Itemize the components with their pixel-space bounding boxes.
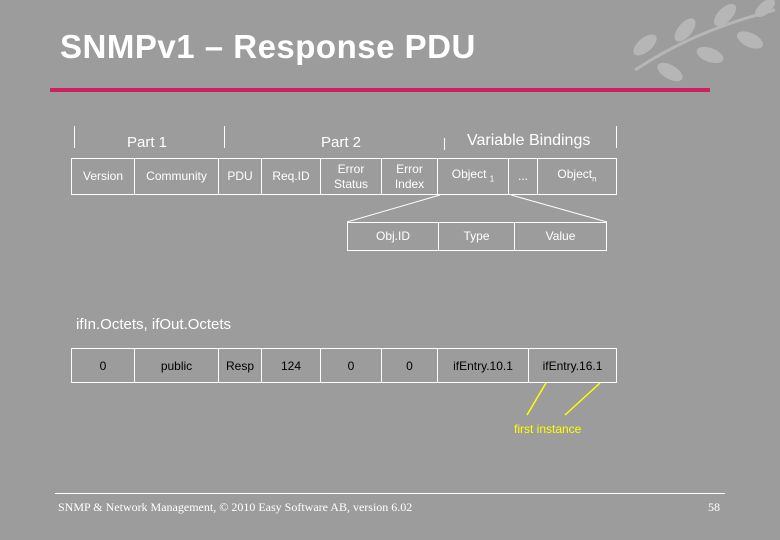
cell-pdu: PDU [218,158,262,195]
binding-table: Obj.ID Type Value [347,222,607,251]
leaf-branch-icon [633,0,776,82]
first-instance-annotation: first instance [514,422,582,436]
part2-label: Part 2 [321,134,362,151]
value-req-id: 124 [261,348,321,383]
part1-label: Part 1 [127,134,168,151]
footer-divider [55,493,725,494]
values-table: 0 public Resp 124 0 0 ifEntry.10.1 ifEnt… [71,348,617,383]
cell-ellipsis: ... [508,158,538,195]
value-community: public [134,348,219,383]
title-divider [50,88,710,92]
part-divider [616,126,617,148]
cell-value: Value [514,222,607,251]
cell-type: Type [438,222,515,251]
page-number: 58 [708,500,720,514]
value-pdu: Resp [218,348,262,383]
value-error-index: 0 [381,348,438,383]
example-label: ifIn.Octets, ifOut.Octets [76,316,232,333]
cell-obj-id: Obj.ID [347,222,439,251]
cell-req-id: Req.ID [261,158,321,195]
cell-community: Community [134,158,219,195]
part-divider [224,126,225,148]
page-title: SNMPv1 – Response PDU [60,28,476,65]
varbind-label: Variable Bindings [467,132,591,149]
cell-version: Version [71,158,135,195]
value-binding-2: ifEntry.16.1 [528,348,617,383]
value-binding-1: ifEntry.10.1 [437,348,529,383]
cell-object-n: Objectn [537,158,617,195]
footer-text: SNMP & Network Management, © 2010 Easy S… [58,500,413,514]
part-divider [74,126,75,148]
part-divider [444,138,445,150]
value-error-status: 0 [320,348,382,383]
cell-object-1: Object 1 [437,158,509,195]
value-version: 0 [71,348,135,383]
